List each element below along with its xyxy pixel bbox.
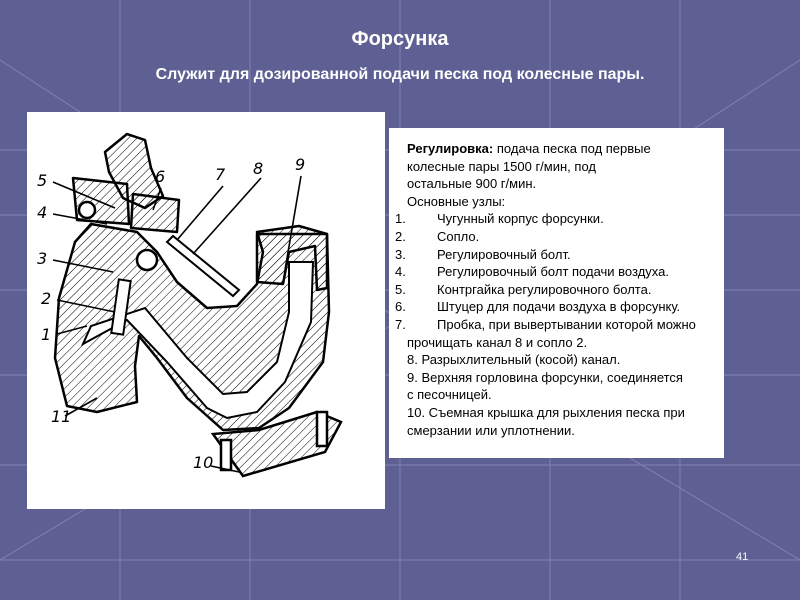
adjust-text-1: подача песка под первые <box>496 141 651 156</box>
item7-continuation: прочищать канал 8 и сопло 2. <box>407 334 588 350</box>
nozzle-diagram: 5 4 3 2 1 11 6 7 8 9 10 <box>27 112 385 509</box>
slide-title: Форсунка <box>351 28 449 50</box>
diagram-label-3: 3 <box>37 249 47 268</box>
slide-subtitle: Служит для дозированной подачи песка под… <box>155 66 645 83</box>
adjust-line-1: Регулировка: подача песка под первые <box>395 140 718 158</box>
extra-line: 10. Съемная крышка для рыхления песка пр… <box>407 404 685 420</box>
diagram-label-10: 10 <box>193 453 213 472</box>
description-panel: Регулировка: подача песка под первые кол… <box>389 128 724 458</box>
diagram-label-9: 9 <box>295 155 305 174</box>
adjust-text-2: колесные пары 1500 г/мин, под <box>407 158 596 174</box>
list-item: 5.Контргайка регулировочного болта. <box>395 281 652 297</box>
adjust-label: Регулировка: <box>407 141 494 156</box>
list-item: 3.Регулировочный болт. <box>395 246 571 262</box>
diagram-label-1: 1 <box>41 325 51 344</box>
list-item: 1.Чугунный корпус форсунки. <box>395 211 604 227</box>
diagram-label-6: 6 <box>155 167 165 186</box>
extra-line: смерзании или уплотнении. <box>407 422 575 438</box>
list-item: 6.Штуцер для подачи воздуха в форсунку. <box>395 299 681 315</box>
diagram-label-8: 8 <box>253 159 263 178</box>
extra-line: с песочницей. <box>407 387 492 403</box>
list-item: 4.Регулировочный болт подачи воздуха. <box>395 264 669 280</box>
diagram-label-11: 11 <box>51 407 71 426</box>
diagram-label-4: 4 <box>37 203 47 222</box>
diagram-label-5: 5 <box>37 171 47 190</box>
units-heading: Основные узлы: <box>407 193 506 209</box>
list-item: 7.Пробка, при вывертывании которой можно <box>395 316 696 332</box>
slide-number: 41 <box>736 551 749 563</box>
extra-line: 8. Разрыхлительный (косой) канал. <box>407 352 621 368</box>
diagram-label-7: 7 <box>215 165 226 184</box>
diagram-label-2: 2 <box>41 289 51 308</box>
units-list: 1.Чугунный корпус форсунки. 2.Сопло. 3.Р… <box>395 210 718 333</box>
extra-line: 9. Верхняя горловина форсунки, соединяет… <box>407 369 683 385</box>
adjust-text-3: остальные 900 г/мин. <box>407 176 537 192</box>
list-item: 2.Сопло. <box>395 228 480 244</box>
